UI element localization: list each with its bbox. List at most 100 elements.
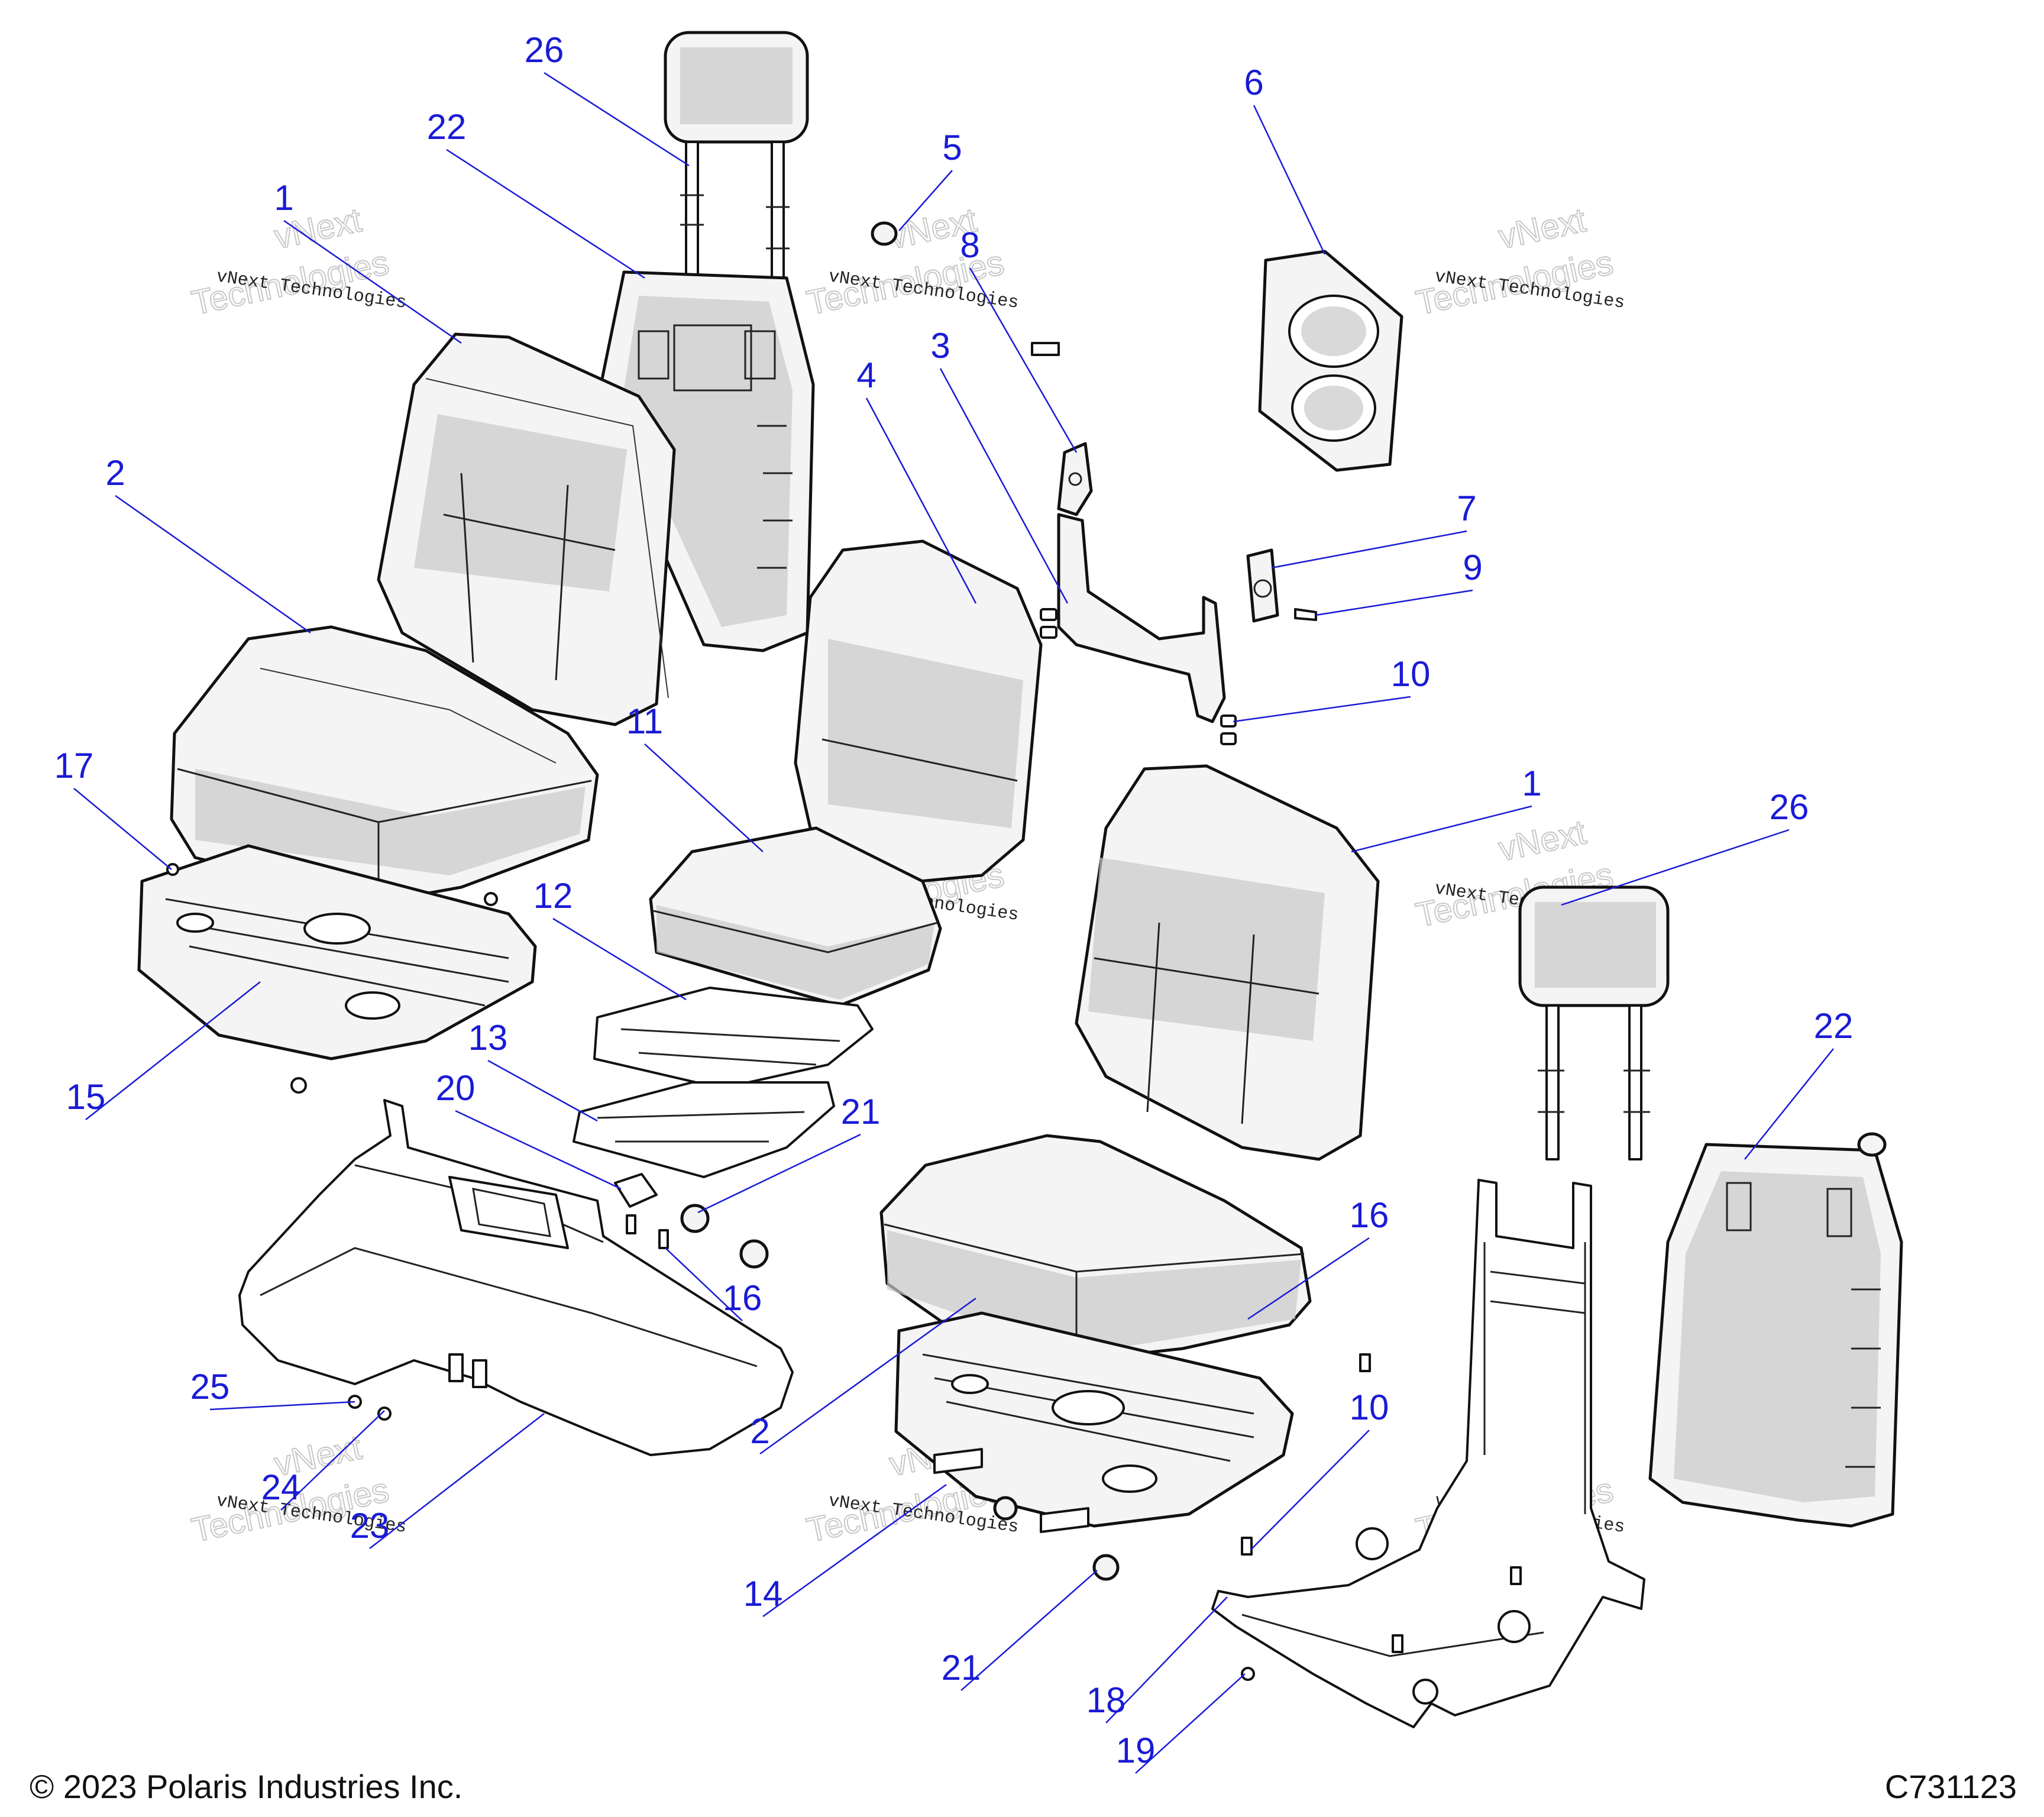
leader-line: [544, 72, 690, 167]
callout-label: 7: [1457, 489, 1476, 528]
callout-label: 3: [930, 326, 950, 366]
cap-5: [871, 221, 898, 246]
leader-line: [1250, 1430, 1370, 1550]
callout-9: 9: [1315, 548, 1483, 616]
callout-13: 13: [468, 1018, 598, 1122]
callout-label: 2: [105, 453, 125, 493]
callout-21: 21: [697, 1092, 880, 1214]
callout-2: 2: [750, 1297, 976, 1455]
callout-10: 10: [1233, 654, 1431, 723]
callout-25: 25: [190, 1367, 355, 1411]
callout-1: 1: [1351, 764, 1542, 853]
callout-21: 21: [942, 1570, 1098, 1691]
callout-16: 16: [1247, 1195, 1389, 1320]
center-back-cushion: [794, 539, 1043, 883]
headrest-top: [664, 31, 809, 309]
leader-line: [209, 1401, 355, 1411]
leader-line: [939, 368, 1069, 604]
nut-21: [680, 1204, 710, 1233]
callout-11: 11: [626, 701, 764, 852]
callout-8: 8: [960, 225, 1078, 453]
seat-bottom-cushion-left: [170, 625, 599, 904]
leader-line: [969, 267, 1078, 453]
leader-line: [1351, 805, 1532, 853]
callout-24: 24: [261, 1410, 385, 1511]
cup-holder: [1258, 250, 1403, 472]
leader-line: [1233, 696, 1411, 723]
callout-label: 18: [1086, 1680, 1126, 1720]
callout-16: 16: [665, 1247, 762, 1321]
watermark-vnext: vNext: [1495, 201, 1589, 256]
seat-base-tray-left: [137, 844, 537, 1094]
leader-line: [552, 917, 687, 1001]
callout-12: 12: [533, 876, 687, 1001]
callout-22: 22: [427, 107, 645, 279]
seat-back-shell-right: [1648, 1143, 1903, 1528]
callout-label: 15: [66, 1077, 106, 1117]
callout-17: 17: [54, 746, 172, 870]
callout-label: 10: [1391, 654, 1431, 694]
callout-26: 26: [1561, 787, 1809, 906]
callout-19: 19: [1116, 1673, 1246, 1774]
seat-back-cushion-right: [1075, 764, 1380, 1161]
leader-line: [1271, 530, 1467, 569]
leader-line: [487, 1059, 598, 1122]
callout-label: 22: [1814, 1006, 1854, 1046]
callout-label: 1: [1522, 764, 1541, 803]
copyright-notice: © 2023 Polaris Industries Inc.: [30, 1768, 463, 1805]
callout-label: 5: [942, 128, 962, 167]
callout-23: 23: [350, 1413, 545, 1549]
callout-label: 24: [261, 1467, 301, 1507]
leader-line: [1744, 1048, 1834, 1160]
leader-line: [960, 1570, 1098, 1691]
leader-line: [115, 494, 311, 634]
callout-label: 9: [1463, 548, 1482, 587]
leader-line: [865, 397, 977, 604]
callout-label: 17: [54, 746, 94, 785]
leader-line: [1253, 105, 1326, 255]
callout-label: 22: [427, 107, 467, 147]
callout-label: 13: [468, 1018, 508, 1058]
callout-label: 26: [1770, 787, 1809, 827]
leader-line: [697, 1133, 861, 1214]
callout-label: 4: [856, 355, 876, 395]
callout-label: 19: [1116, 1731, 1156, 1770]
leader-line: [369, 1413, 545, 1549]
callout-3: 3: [930, 326, 1069, 604]
watermark-vnext: vNext: [1495, 813, 1589, 868]
screw-17: [166, 863, 179, 876]
callout-label: 16: [1350, 1195, 1389, 1235]
callout-20: 20: [436, 1068, 622, 1190]
leader-line: [85, 981, 261, 1120]
callout-label: 25: [190, 1367, 230, 1407]
callout-26: 26: [525, 30, 690, 167]
callout-4: 4: [856, 355, 977, 604]
callout-label: 14: [743, 1574, 783, 1614]
callout-label: 2: [750, 1411, 769, 1451]
seat-back-cushion-left: [377, 332, 676, 726]
leader-line: [280, 1410, 385, 1511]
leader-line: [1561, 829, 1790, 906]
seat-frame-left: [238, 1099, 794, 1456]
seat-bracket-assembly: [1031, 342, 1317, 745]
leader-line: [1247, 1237, 1370, 1320]
headrest-right: [1518, 885, 1670, 1160]
callout-6: 6: [1244, 63, 1326, 255]
cap-right: [1857, 1132, 1887, 1157]
callout-22: 22: [1744, 1006, 1854, 1160]
leader-line: [644, 743, 764, 852]
center-seat-tray-13: [573, 1081, 835, 1178]
callout-5: 5: [898, 128, 962, 231]
callout-label: 10: [1350, 1388, 1389, 1427]
leader-line: [1315, 589, 1473, 616]
leader-line: [446, 148, 645, 279]
bolt-16: [626, 1214, 636, 1234]
callout-label: 8: [960, 225, 979, 265]
callout-10: 10: [1250, 1388, 1389, 1550]
nut-21: [739, 1239, 769, 1269]
callout-2: 2: [105, 453, 311, 634]
leader-line: [759, 1297, 976, 1455]
callout-label: 20: [436, 1068, 476, 1108]
callout-label: 23: [350, 1506, 390, 1546]
